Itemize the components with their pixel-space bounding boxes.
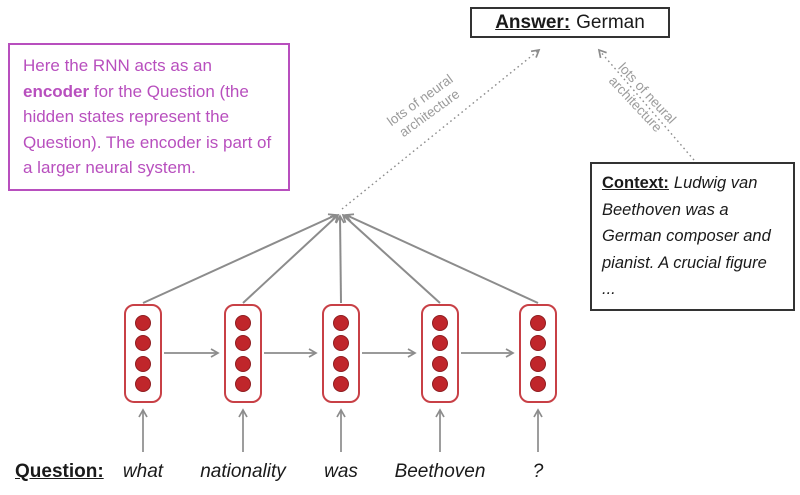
question-word: Beethoven <box>394 461 486 482</box>
hidden-unit-dot <box>135 355 151 372</box>
fan-line-1 <box>142 213 338 304</box>
hidden-unit-dot <box>333 355 349 372</box>
hidden-unit-dot <box>530 376 546 393</box>
question-label: Question: <box>15 461 104 482</box>
rnn-cell <box>421 304 459 403</box>
hidden-unit-dot <box>333 335 349 352</box>
note-text-pre: Here the RNN acts as an <box>23 56 212 75</box>
fan-line-2 <box>242 213 340 304</box>
hidden-unit-dot <box>432 335 448 352</box>
encoder-note: Here the RNN acts as an encoder for the … <box>8 43 290 191</box>
rnn-cell <box>224 304 262 403</box>
hidden-unit-dot <box>235 355 251 372</box>
fan-line-5 <box>344 213 539 304</box>
hidden-unit-dot <box>135 314 151 331</box>
hidden-unit-dot <box>333 314 349 331</box>
hidden-unit-dot <box>135 376 151 393</box>
question-word: was <box>324 461 358 482</box>
question-word: what <box>122 461 164 482</box>
rnn-cell <box>322 304 360 403</box>
hidden-unit-dot <box>235 376 251 393</box>
hidden-unit-dot <box>530 335 546 352</box>
hidden-unit-dot <box>432 355 448 372</box>
answer-label: Answer: <box>495 11 571 33</box>
answer-box: Answer: German <box>470 7 670 38</box>
hidden-unit-dot <box>432 376 448 393</box>
hidden-unit-dot <box>333 376 349 393</box>
question-word: ? <box>532 461 544 482</box>
rnn-cell <box>124 304 162 403</box>
rnn-cell <box>519 304 557 403</box>
hidden-unit-dot <box>432 314 448 331</box>
context-box: Context:Ludwig van Beethoven was a Germa… <box>590 162 795 311</box>
hidden-unit-dot <box>235 314 251 331</box>
hidden-unit-dot <box>135 335 151 352</box>
hidden-unit-dot <box>530 355 546 372</box>
hidden-unit-dot <box>530 314 546 331</box>
hidden-unit-dot <box>235 335 251 352</box>
context-label: Context: <box>602 174 669 192</box>
context-text: Ludwig van Beethoven was a German compos… <box>602 174 771 298</box>
encoder-to-answer-arrow <box>341 48 541 210</box>
fan-line-4 <box>341 213 441 304</box>
question-word: nationality <box>200 461 286 482</box>
note-text-post: for the Question (the hidden states repr… <box>23 81 272 178</box>
fan-line-3 <box>335 214 345 304</box>
context-to-answer-arrow <box>597 48 695 161</box>
note-text-bold: encoder <box>23 81 90 101</box>
answer-value: German <box>576 11 645 33</box>
